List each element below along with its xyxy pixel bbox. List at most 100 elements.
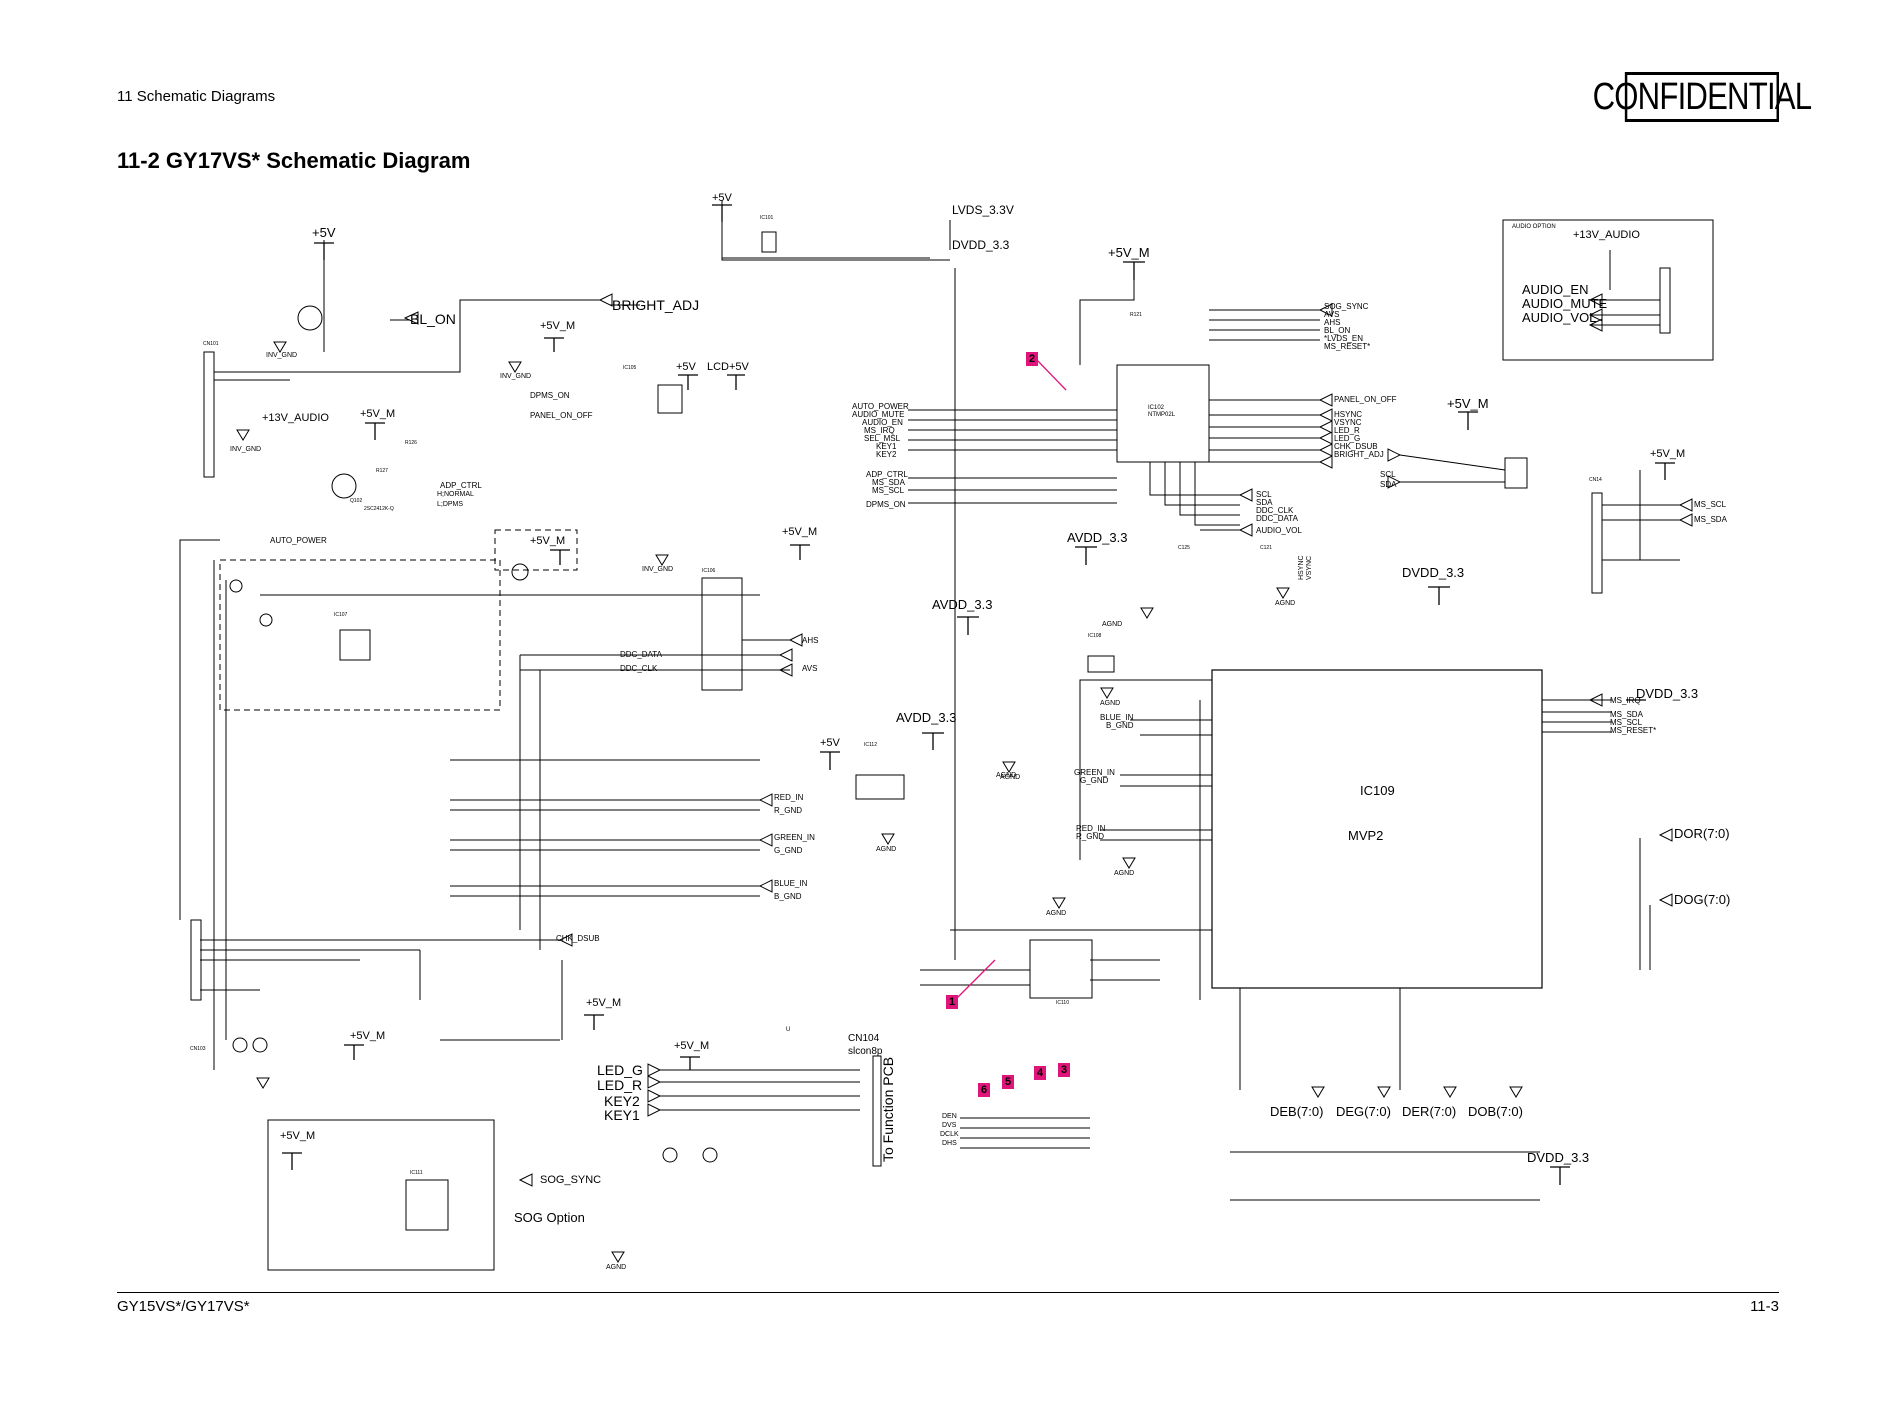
label-5vm-bottom2: +5V_M	[350, 1030, 386, 1042]
signal-ms-sda: MS_SDA	[1694, 515, 1727, 524]
signal-sog-sync: SOG_SYNC	[540, 1174, 602, 1186]
signal-ms-scl: MS_SCL	[1694, 500, 1727, 509]
signal-audio-vol: AUDIO_VOL	[1522, 310, 1597, 325]
signal-led-g: LED_G	[597, 1062, 643, 1078]
signal-ms-reset: MS_RESET*	[1324, 342, 1371, 351]
signal-adp-l: L;DPMS	[437, 501, 464, 508]
label-cn103: CN103	[190, 1046, 206, 1052]
ddc-dashed-region-2	[494, 529, 578, 571]
cn101-body	[203, 351, 215, 478]
signal-audio-vol-r: AUDIO_VOL	[1256, 526, 1302, 535]
signal-ms-sda-r: MS_SDA	[872, 478, 905, 487]
label-c121: C121	[1260, 545, 1272, 551]
signal-vsync-vertical: VSYNC	[1306, 555, 1313, 580]
label-5vm-sog: +5V_M	[280, 1130, 316, 1142]
signal-ms-reset2: MS_RESET*	[1610, 726, 1657, 735]
signal-ahs: AHS	[802, 636, 819, 645]
signal-led-r-r: LED_R	[1334, 426, 1360, 435]
ic110-body	[1029, 939, 1093, 999]
ic102-body	[1116, 364, 1210, 463]
label-mvp2: MVP2	[1348, 828, 1384, 843]
signal-scl: SCL	[1256, 490, 1272, 499]
signal-adp-ctrl-r: ADP_CTRL	[866, 470, 908, 479]
signal-led-g-r: LED_G	[1334, 434, 1361, 443]
label-cn104: CN104	[848, 1033, 880, 1044]
signal-agnd-7: AGND	[876, 846, 897, 853]
signal-r-gnd: R_GND	[774, 806, 803, 815]
label-q102-part: 2SC2412K-Q	[364, 506, 394, 512]
label-ic101: IC101	[760, 215, 774, 221]
marker-2: 2	[1026, 352, 1038, 366]
footer-rule	[117, 1292, 1779, 1293]
signal-green-in-2: GREEN_IN	[1074, 768, 1115, 777]
signal-lvds-en: *LVDS_EN	[1324, 334, 1363, 343]
label-5vm-right: +5V_M	[1650, 448, 1686, 460]
signal-green-in: GREEN_IN	[774, 833, 815, 842]
cn104-body	[872, 1055, 882, 1167]
page-title: 11-2 GY17VS* Schematic Diagram	[117, 148, 471, 173]
label-ic110: IC110	[1056, 1000, 1069, 1006]
label-q102: Q102	[350, 498, 363, 504]
signal-inv-gnd-4: INV_GND	[642, 566, 674, 573]
label-r127: R127	[376, 468, 388, 474]
signal-bl-on: BL_ON	[410, 311, 456, 327]
signal-b-gnd: B_GND	[774, 892, 802, 901]
label-ic108: IC108	[1088, 633, 1102, 639]
signal-avs-r: AVS	[1324, 310, 1340, 319]
scl-sda-chip-body	[1504, 457, 1528, 489]
label-ic111: IC111	[410, 1170, 423, 1176]
signal-den: DEN	[942, 1113, 957, 1120]
signal-ms-sda2: MS_SDA	[1610, 710, 1643, 719]
ic105-body	[657, 384, 683, 414]
footer-models: GY15VS*/GY17VS*	[117, 1298, 250, 1315]
label-ic109: IC109	[1360, 783, 1395, 798]
signal-bright-adj: BRIGHT_ADJ	[612, 297, 700, 313]
signal-dor: DOR(7:0)	[1674, 826, 1730, 841]
signal-audio-en: AUDIO_EN	[1522, 282, 1589, 297]
label-5vm-right-mid: +5V_M	[1447, 396, 1489, 411]
signal-sda: SDA	[1256, 498, 1273, 507]
signal-panel-on-off: PANEL_ON_OFF	[530, 411, 593, 420]
signal-blue-in-2: BLUE_IN	[1100, 713, 1134, 722]
signal-chk-dsub-r: CHK_DSUB	[1334, 442, 1378, 451]
signal-to-function-pcb: To Function PCB	[880, 1056, 896, 1162]
cn14-body	[1591, 492, 1603, 594]
ic107-body	[339, 629, 371, 661]
signal-avs: AVS	[802, 664, 818, 673]
marker-5: 5	[1002, 1075, 1014, 1089]
signal-panel-on-off-r: PANEL_ON_OFF	[1334, 395, 1397, 404]
signal-hsync: HSYNC	[1334, 410, 1363, 419]
signal-chk-dsub: CHK_DSUB	[556, 934, 600, 943]
signal-red-in: RED_IN	[774, 793, 804, 802]
signal-ms-scl-r: MS_SCL	[872, 486, 905, 495]
label-r121: R121	[1130, 312, 1142, 318]
marker-1: 1	[946, 995, 958, 1009]
label-dvdd-right: DVDD_3.3	[1636, 686, 1699, 701]
signal-g-gnd: G_GND	[774, 846, 803, 855]
signal-auto-power: AUTO_POWER	[270, 536, 327, 545]
signal-r-gnd-2: R_GND	[1076, 832, 1105, 841]
signal-key2: KEY2	[604, 1093, 640, 1109]
label-ic112: IC112	[864, 742, 877, 748]
label-13v-audio: +13V_AUDIO	[262, 412, 329, 424]
label-avdd-2: AVDD_3.3	[932, 597, 993, 612]
signal-agnd-sog: AGND	[606, 1264, 627, 1271]
signal-led-r: LED_R	[597, 1077, 643, 1093]
audio-option-box	[1502, 219, 1714, 361]
label-ic106: IC106	[702, 568, 716, 574]
signal-audio-mute: AUDIO_MUTE	[1522, 296, 1608, 311]
signal-sog-option: SOG Option	[514, 1210, 585, 1225]
wiring	[179, 200, 1680, 1201]
signal-audio-mute-r: AUDIO_MUTE	[852, 410, 905, 419]
signal-ddc-clk-r: DDC_CLK	[1256, 506, 1294, 515]
signal-agnd-6: AGND	[1046, 910, 1067, 917]
signal-vsync: VSYNC	[1334, 418, 1362, 427]
ic108-body	[1087, 655, 1115, 673]
signal-agnd-1: AGND	[1102, 621, 1123, 628]
signal-sog-sync-r: SOG_SYNC	[1324, 302, 1369, 311]
label-5v-reg: +5V	[820, 737, 840, 749]
signal-key1: KEY1	[604, 1107, 640, 1123]
signal-sda-r: SDA	[1380, 480, 1397, 489]
signal-hsync-vertical: HSYNC	[1298, 555, 1305, 580]
label-audio-option: AUDIO OPTION	[1512, 224, 1556, 230]
